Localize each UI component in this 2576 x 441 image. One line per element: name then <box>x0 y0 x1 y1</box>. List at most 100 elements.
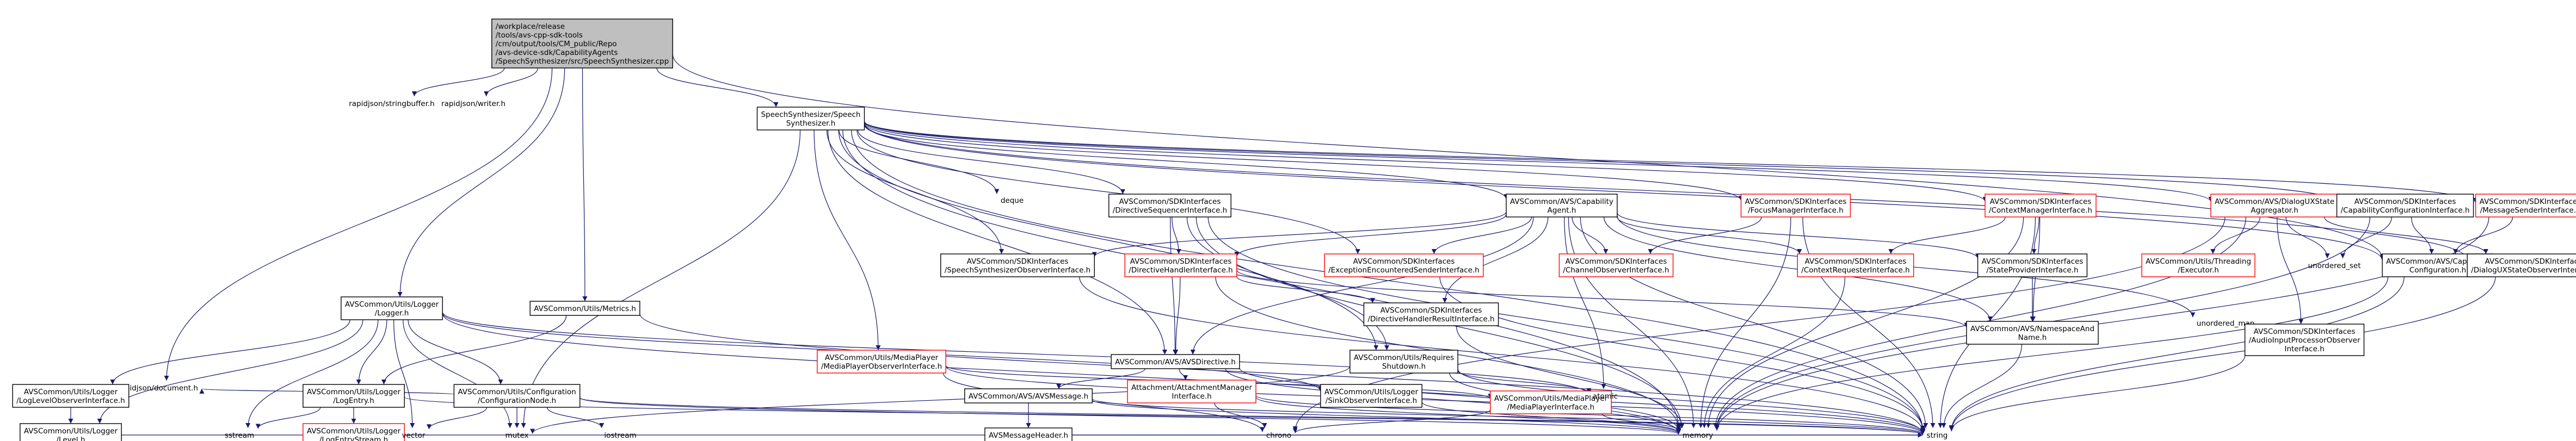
edge-ssh-to-reqsd <box>838 129 1379 351</box>
node-label-line: deque <box>1001 196 1024 205</box>
node-label-line: /workplace/release <box>496 22 565 31</box>
node-avsmh[interactable]: AVSMessageHeader.h <box>984 427 1073 441</box>
node-box <box>1740 194 1851 218</box>
node-label-line: AVSCommon/Utils/Logger <box>24 388 118 396</box>
node-label: AVSCommon/Utils/Logger/LogEntry.h <box>307 388 401 405</box>
node-label: rapidjson/stringbuffer.h <box>349 100 435 108</box>
node-label-line: /SinkObserverInterface.h <box>1326 396 1417 405</box>
node-label: AVSCommon/SDKInterfaces/SpeechSynthesize… <box>945 257 1091 275</box>
node-label-line: AVSCommon/AVS/DialogUXState <box>2215 197 2334 206</box>
edge-reqsd-to-atomic <box>1457 370 1592 394</box>
node-label: AVSCommon/Utils/Logger/LogEntryStream.h <box>307 427 401 441</box>
node-les[interactable]: AVSCommon/Utils/Logger/LogEntryStream.h <box>303 423 405 441</box>
node-label-line: /StateProviderInterface.h <box>1986 266 2078 275</box>
edge-root-to-writer <box>484 67 538 97</box>
node-box <box>1320 384 1422 408</box>
node-box <box>2475 194 2576 218</box>
edge-root-to-capconf <box>672 54 2385 259</box>
node-label-line: AVSCommon/SDKInterfaces <box>1990 197 2092 206</box>
node-duxoi[interactable]: AVSCommon/SDKInterfaces/DialogUXStateObs… <box>2467 253 2576 277</box>
node-label-line: AVSCommon/AVS/AVSDirective.h <box>1115 358 1236 367</box>
node-label-line: /MediaPlayerInterface.h <box>1507 403 1594 412</box>
node-label-line: /CapabilityConfigurationInterface.h <box>2340 206 2469 215</box>
node-label-line: AVSCommon/AVS/Capability <box>1510 197 1613 206</box>
node-fmi[interactable]: AVSCommon/SDKInterfaces/FocusManagerInte… <box>1740 194 1851 218</box>
node-box <box>1124 253 1237 277</box>
edge-cap-to-dhi <box>1234 214 1507 257</box>
node-logoi[interactable]: AVSCommon/Utils/Logger/LogLevelObserverI… <box>12 384 130 408</box>
node-dhri[interactable]: AVSCommon/SDKInterfaces/DirectiveHandler… <box>1363 302 1499 326</box>
node-level[interactable]: AVSCommon/Utils/Logger/Level.h <box>20 423 122 441</box>
node-label: AVSCommon/SDKInterfaces/ExceptionEncount… <box>1328 257 1480 275</box>
node-label-line: /ExceptionEncounteredSenderInterface.h <box>1328 266 1480 275</box>
node-spi[interactable]: AVSCommon/SDKInterfaces/StateProviderInt… <box>1977 253 2088 277</box>
edge-dux-to-duxoi <box>2324 216 2488 254</box>
node-label-line: unordered_set <box>2308 262 2361 270</box>
node-label-line: /LogEntryStream.h <box>319 436 388 441</box>
edge-msi-to-capconf <box>2452 216 2513 254</box>
node-label: sstream <box>225 431 254 440</box>
node-mutex: mutex <box>505 431 528 440</box>
node-label-line: AVSCommon/Utils/MediaPlayer <box>1494 394 1608 403</box>
node-box <box>341 296 443 320</box>
edge-ssh-to-memory <box>842 129 1681 428</box>
node-avsmsg[interactable]: AVSCommon/AVS/AVSMessage.h <box>964 388 1093 403</box>
node-apoi[interactable]: AVSCommon/SDKInterfaces/AudioInputProces… <box>2244 324 2365 356</box>
node-cmi[interactable]: AVSCommon/SDKInterfaces/ContextManagerIn… <box>1985 194 2097 218</box>
edge-dhi-to-avsdir <box>1173 276 1181 355</box>
node-sinkoi[interactable]: AVSCommon/Utils/Logger/SinkObserverInter… <box>1320 384 1422 408</box>
node-label: AVSCommon/SDKInterfaces/MessageSenderInt… <box>2480 197 2576 215</box>
node-label-line: /DirectiveHandlerResultInterface.h <box>1367 315 1494 324</box>
edge-mpoi-to-string <box>945 366 1925 434</box>
node-writer: rapidjson/writer.h <box>441 100 506 108</box>
node-box <box>1111 354 1240 369</box>
node-msi[interactable]: AVSCommon/SDKInterfaces/MessageSenderInt… <box>2475 194 2576 218</box>
node-label-line: /DirectiveHandlerInterface.h <box>1129 266 1232 275</box>
node-cci[interactable]: AVSCommon/SDKInterfaces/CapabilityConfig… <box>2336 194 2474 218</box>
node-label-line: /tools/avs-cpp-sdk-tools <box>496 31 583 40</box>
edge-logger-to-sstream <box>245 319 379 428</box>
node-label: AVSCommon/AVS/AVSDirective.h <box>1115 358 1236 367</box>
node-logentry[interactable]: AVSCommon/Utils/Logger/LogEntry.h <box>303 384 405 408</box>
node-uset: unordered_set <box>2308 262 2361 270</box>
node-logger[interactable]: AVSCommon/Utils/Logger/Logger.h <box>341 296 443 320</box>
node-metrics[interactable]: AVSCommon/Utils/Metrics.h <box>529 301 640 316</box>
edge-cap-to-spi <box>1617 212 1980 259</box>
edge-avsmsg-to-memory <box>1092 399 1681 434</box>
node-label-line: /DialogUXStateObserverInterface.h <box>2471 266 2576 275</box>
node-choi[interactable]: AVSCommon/SDKInterfaces/ChannelObserverI… <box>1558 253 1674 277</box>
node-dhi[interactable]: AVSCommon/SDKInterfaces/DirectiveHandler… <box>1124 253 1237 277</box>
node-root[interactable]: /workplace/release/tools/avs-cpp-sdk-too… <box>491 18 673 69</box>
edge-mpoi-to-chrono <box>942 372 1265 432</box>
node-eesi[interactable]: AVSCommon/SDKInterfaces/ExceptionEncount… <box>1324 253 1484 277</box>
edge-ssh-to-string <box>851 129 1926 431</box>
node-exe[interactable]: AVSCommon/Utils/Threading/Executor.h <box>2141 253 2255 277</box>
edge-ssh-to-mutex <box>521 129 801 428</box>
edge-ssh-to-ssoi <box>826 129 1004 254</box>
node-box <box>1797 253 1914 277</box>
node-cri[interactable]: AVSCommon/SDKInterfaces/ContextRequester… <box>1797 253 1914 277</box>
edge-cap-to-ssoi <box>1092 212 1507 257</box>
node-label-line: AVSCommon/SDKInterfaces <box>2480 197 2576 206</box>
node-label-line: /Executor.h <box>2178 266 2219 275</box>
edge-cap-to-cri <box>1617 216 1802 254</box>
node-confnode[interactable]: AVSCommon/Utils/Configuration/Configurat… <box>453 384 581 408</box>
node-label-line: Attachment/AttachmentManager <box>1131 383 1252 392</box>
edge-logger-to-level <box>97 319 363 424</box>
node-mpoi[interactable]: AVSCommon/Utils/MediaPlayer/MediaPlayerO… <box>817 350 946 374</box>
node-label-line: AVSCommon/SDKInterfaces <box>1745 197 1847 206</box>
node-mpi[interactable]: AVSCommon/Utils/MediaPlayer/MediaPlayerI… <box>1490 390 1612 414</box>
node-dsi[interactable]: AVSCommon/SDKInterfaces/DirectiveSequenc… <box>1108 194 1231 218</box>
node-ssoi[interactable]: AVSCommon/SDKInterfaces/SpeechSynthesize… <box>940 253 1095 277</box>
node-label-line: Interface.h <box>1172 392 1211 401</box>
node-label-line: AVSCommon/Utils/Logger <box>24 427 118 436</box>
node-avsdir[interactable]: AVSCommon/AVS/AVSDirective.h <box>1111 354 1240 369</box>
